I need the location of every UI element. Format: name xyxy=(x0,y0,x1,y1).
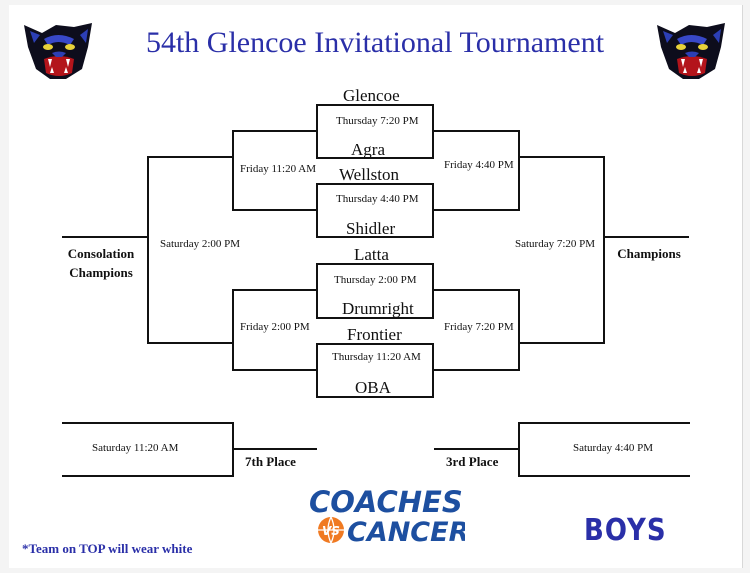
team-drumright: Drumright xyxy=(342,299,414,318)
game-time-qf1: Thursday 7:20 PM xyxy=(336,115,419,127)
game-time-qf2: Thursday 4:40 PM xyxy=(336,193,419,205)
jersey-note: *Team on TOP will wear white xyxy=(22,541,193,556)
game-time-final: Saturday 7:20 PM xyxy=(515,238,596,250)
team-shidler: Shidler xyxy=(346,219,396,238)
seventh-place-label: 7th Place xyxy=(245,454,296,469)
game-time-cons-final: Saturday 2:00 PM xyxy=(160,238,241,250)
team-frontier: Frontier xyxy=(347,325,402,344)
game-time-qf4: Thursday 11:20 AM xyxy=(332,351,421,363)
game-time-semi-top: Friday 4:40 PM xyxy=(444,159,514,171)
third-place-label: 3rd Place xyxy=(446,454,499,469)
team-agra: Agra xyxy=(351,140,385,159)
page-title: 54th Glencoe Invitational Tournament xyxy=(145,26,605,59)
sponsor-line1: COACHES xyxy=(309,485,463,519)
team-oba: OBA xyxy=(355,378,391,397)
team-wellston: Wellston xyxy=(339,165,400,184)
consolation-champions-label: Consolation Champions xyxy=(55,244,147,282)
game-time-qf3: Thursday 2:00 PM xyxy=(334,274,417,286)
team-glencoe: Glencoe xyxy=(343,86,400,105)
game-time-cons-semi-top: Friday 11:20 AM xyxy=(240,163,316,175)
game-time-third: Saturday 4:40 PM xyxy=(573,442,654,454)
consolation-label-line1: Consolation xyxy=(67,246,135,261)
division-label: BOYS xyxy=(584,513,667,549)
champions-label: Champions xyxy=(617,246,681,261)
consolation-label-line2: Champions xyxy=(69,265,133,280)
bracket-sheet xyxy=(9,5,743,568)
team-latta: Latta xyxy=(354,245,389,264)
coaches-vs-cancer-logo: COACHES VS CANCER xyxy=(309,485,465,548)
game-time-seventh: Saturday 11:20 AM xyxy=(92,442,179,454)
game-time-cons-semi-bottom: Friday 2:00 PM xyxy=(240,321,310,333)
sponsor-vs: VS xyxy=(322,524,340,538)
game-time-semi-bottom: Friday 7:20 PM xyxy=(444,321,514,333)
panther-head-icon xyxy=(24,23,92,79)
sponsor-line2: CANCER xyxy=(347,517,465,548)
panther-head-icon xyxy=(657,23,725,79)
